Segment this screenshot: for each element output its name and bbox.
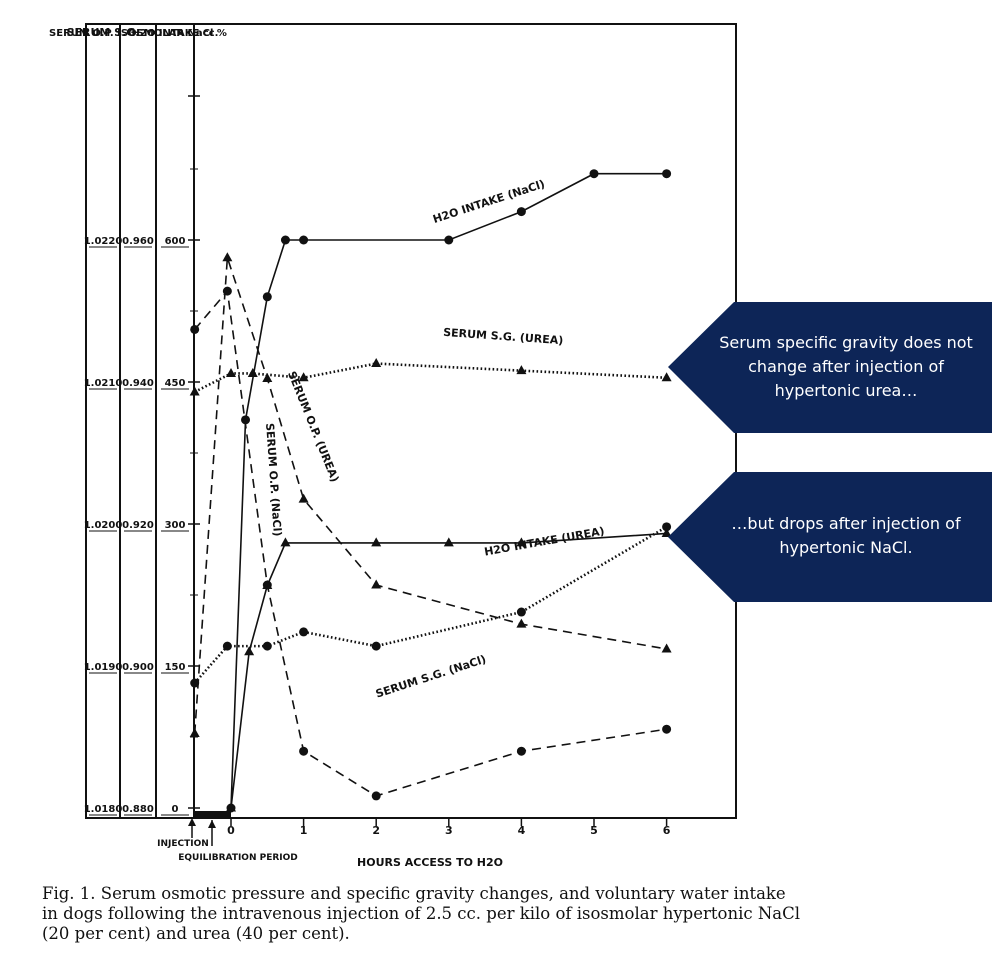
data-point-circle — [371, 791, 381, 801]
data-point-triangle — [516, 365, 527, 375]
y-tick-label: 600 — [165, 236, 186, 247]
y-tick-label: 1.0220 — [84, 236, 123, 247]
data-point-circle — [299, 627, 309, 637]
data-point-circle — [516, 607, 526, 617]
x-tick-label: 1 — [300, 824, 308, 837]
series-labels: H2O INTAKE (NaCl) SERUM S.G. (UREA) SERUM … — [263, 177, 605, 700]
data-point-triangle — [244, 646, 255, 656]
data-point-triangle — [262, 372, 273, 382]
data-point-circle — [516, 207, 526, 217]
series-lines — [193, 172, 668, 809]
y-tick-label: 1.0210 — [84, 378, 123, 389]
series-line — [193, 525, 668, 684]
series-line — [230, 532, 667, 809]
y-tick-label: 0 — [172, 804, 179, 815]
data-point-triangle — [226, 802, 236, 812]
series-label: H2O INTAKE (UREA) — [483, 525, 605, 559]
series-label: SERUM S.G. (UREA) — [443, 326, 564, 347]
data-point-circle — [662, 169, 672, 179]
x-tick-label: 4 — [518, 824, 526, 837]
series-line — [193, 257, 667, 734]
data-point-circle — [222, 641, 232, 651]
equilibration-label: EQUILIBRATION PERIOD — [178, 853, 298, 863]
data-point-triangle — [516, 537, 527, 547]
data-point-triangle — [661, 527, 672, 537]
data-point-circle — [371, 641, 381, 651]
y-tick-label: 150 — [165, 662, 186, 673]
data-point-circle — [241, 415, 251, 425]
y-tick-label: 450 — [165, 378, 186, 389]
data-point-triangle — [189, 386, 200, 396]
data-point-circle — [516, 746, 526, 756]
caption-text: Serum osmotic pressure and specific grav… — [42, 884, 801, 943]
data-point-circle — [262, 641, 272, 651]
y-tick-label: 300 — [165, 520, 186, 531]
data-point-circle — [280, 235, 290, 245]
data-point-triangle — [226, 367, 236, 377]
series-label: SERUM O.P. (NaCl) — [263, 423, 284, 537]
callout-text-urea: Serum specific gravity does not change a… — [719, 333, 973, 400]
axis-header-sg-line1: SERUM S.G. — [67, 26, 140, 39]
equilibration-marker — [208, 820, 216, 846]
x-tick-label: 0 — [227, 824, 235, 837]
data-point-triangle — [443, 537, 454, 547]
data-point-circle — [190, 324, 200, 334]
data-point-circle — [190, 678, 200, 688]
x-tick-label: 3 — [445, 824, 453, 837]
y-tick-label: 0.960 — [122, 236, 154, 247]
caption-fig-label: Fig. 1. — [42, 884, 96, 903]
data-point-circle — [662, 724, 672, 734]
data-point-triangle — [661, 643, 672, 653]
callout-box-urea — [668, 302, 992, 433]
y-tick-label: 0.940 — [122, 378, 154, 389]
data-point-circle — [444, 235, 454, 245]
data-point-triangle — [298, 372, 309, 382]
y-tick-label: 0.900 — [122, 662, 154, 673]
series-line — [230, 172, 667, 809]
data-point-triangle — [371, 579, 382, 589]
data-point-triangle — [247, 367, 258, 377]
injection-marker — [188, 818, 196, 838]
axis-header-h2o: H2O INTAKE cc. — [132, 28, 219, 39]
callout-text-nacl: …but drops after injection of hypertonic… — [731, 514, 961, 557]
data-point-triangle — [371, 358, 382, 368]
data-point-circle — [299, 235, 309, 245]
x-axis-label: HOURS ACCESS TO H2O — [357, 856, 503, 869]
data-point-circle — [262, 292, 272, 302]
y-tick-label: 0.920 — [122, 520, 154, 531]
data-point-triangle — [280, 537, 291, 547]
data-point-triangle — [516, 618, 527, 628]
plot-frame — [85, 23, 737, 819]
callout-box-nacl — [668, 472, 992, 602]
x-tick-label: 2 — [372, 824, 380, 837]
y-tick-label: 1.0200 — [84, 520, 123, 531]
data-point-circle — [222, 286, 232, 296]
x-tick-label: 5 — [590, 824, 598, 837]
data-point-triangle — [371, 537, 382, 547]
data-point-triangle — [661, 372, 672, 382]
x-tick-label: 6 — [663, 824, 671, 837]
data-point-circle — [589, 169, 599, 179]
data-point-triangle — [189, 727, 200, 737]
figure-caption: Fig. 1. Serum osmotic pressure and speci… — [42, 884, 802, 944]
data-point-circle — [299, 746, 309, 756]
equilibration-bar — [194, 811, 231, 817]
data-point-triangle — [262, 580, 273, 590]
series-markers — [189, 169, 672, 813]
y-tick-label: 1.0180 — [84, 804, 123, 815]
series-label: H2O INTAKE (NaCl) — [431, 177, 546, 225]
y-tick-label: 1.0190 — [84, 662, 123, 673]
data-point-circle — [662, 522, 672, 532]
injection-label: INJECTION — [157, 839, 209, 849]
axis-header-op: SERUM O.P. ISOSMOLAR NaCl % — [49, 28, 227, 39]
data-point-triangle — [298, 493, 309, 503]
chart: SERUM S.G. SERUM O.P. ISOSMOLAR NaCl % H… — [49, 23, 992, 869]
series-label: SERUM S.G. (NaCl) — [374, 653, 488, 701]
data-point-triangle — [222, 252, 233, 262]
y-tick-label: 0.880 — [122, 804, 154, 815]
